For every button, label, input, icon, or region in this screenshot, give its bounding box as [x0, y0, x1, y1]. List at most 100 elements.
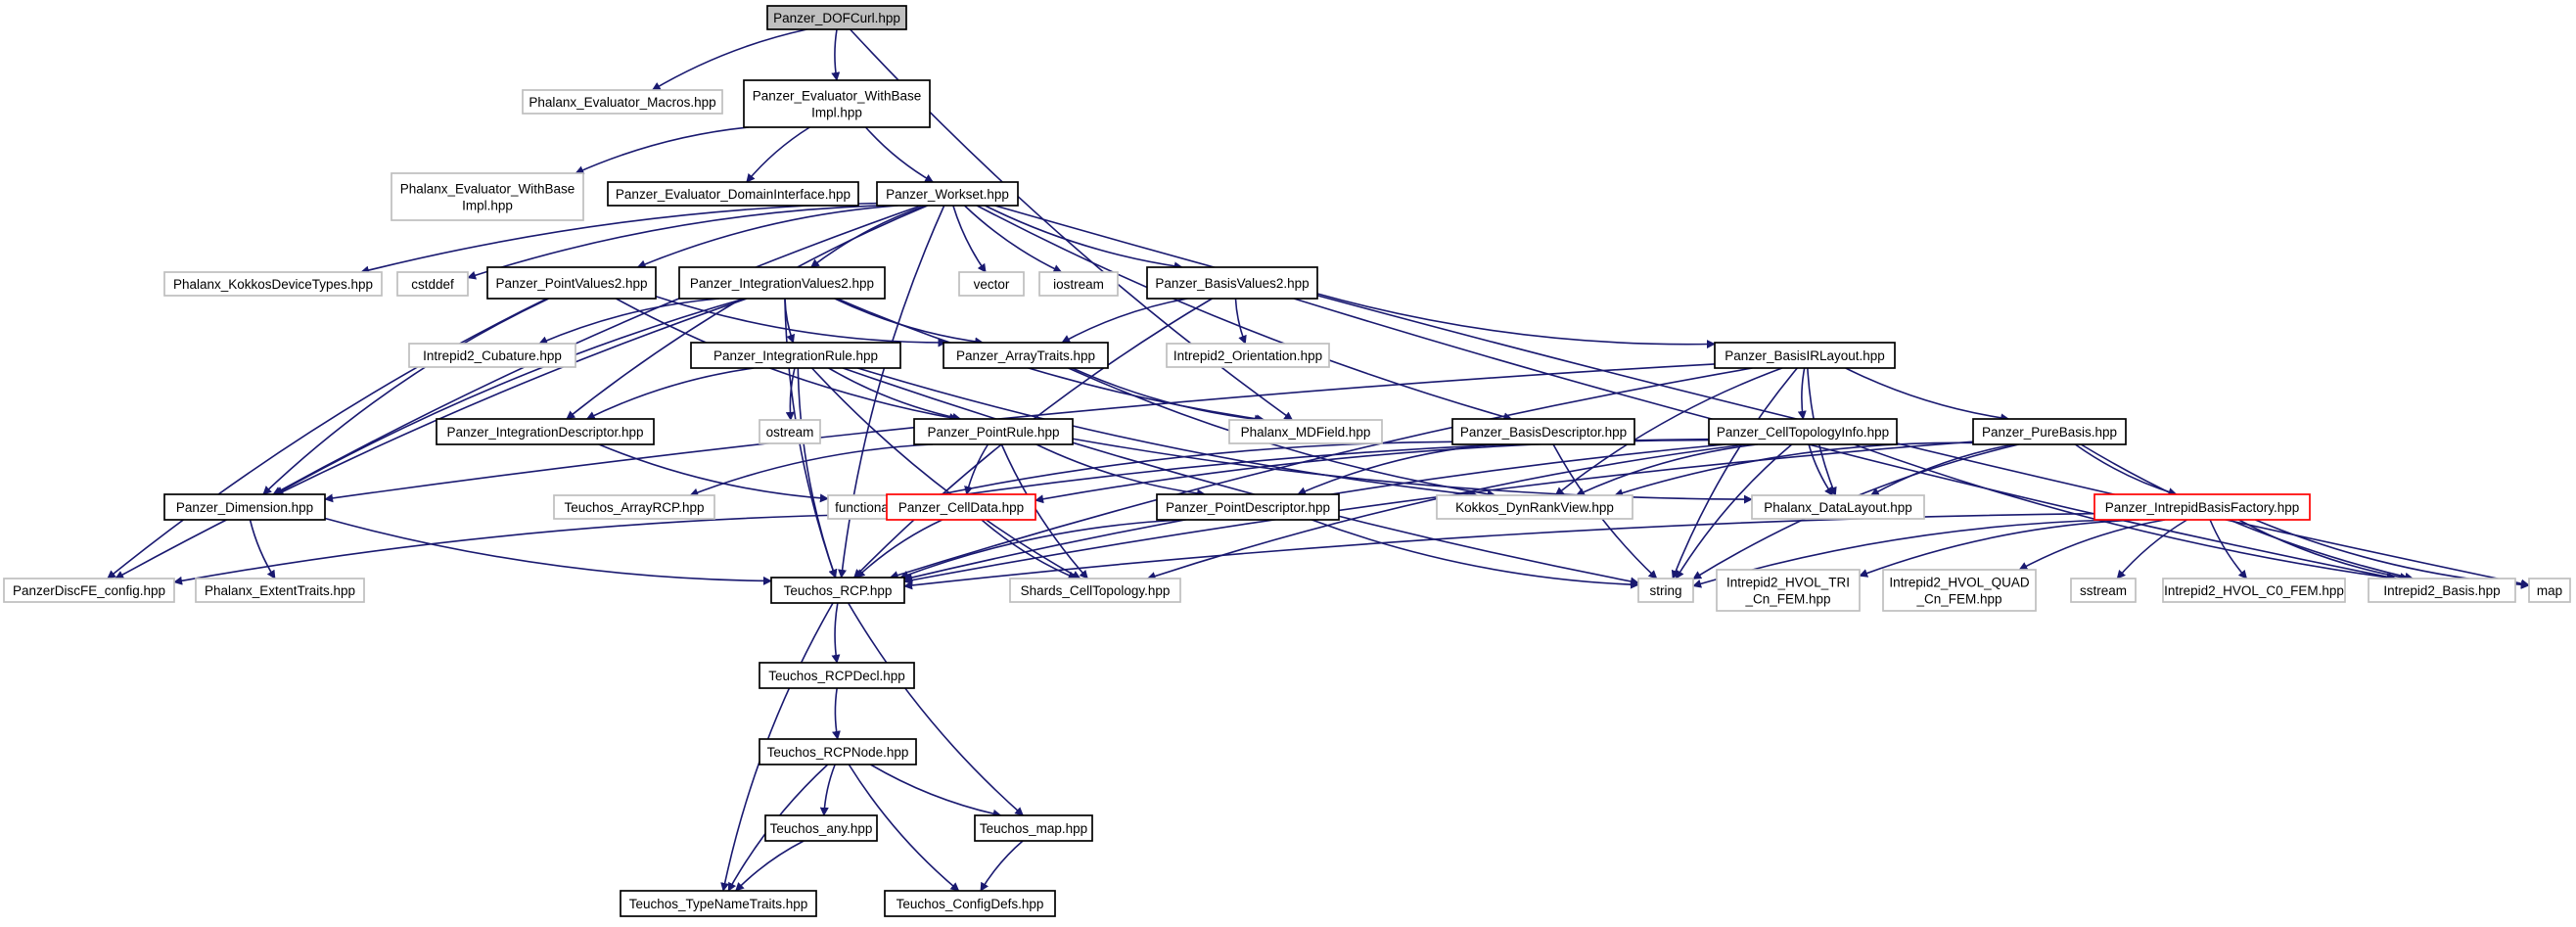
edge-basisfactory-to-hvol_c0 — [2209, 519, 2248, 579]
node-configdefs[interactable]: Teuchos_ConfigDefs.hpp — [884, 890, 1056, 917]
node-sstream: sstream — [2070, 578, 2137, 603]
edge-basisvalues2-to-arraytraits — [1061, 298, 1188, 344]
node-basisvalues2[interactable]: Panzer_BasisValues2.hpp — [1146, 266, 1318, 300]
edge-workset-to-teuchos_rcp — [838, 205, 945, 579]
node-discfe_config: PanzerDiscFE_config.hpp — [3, 578, 175, 603]
node-cubature-label-0: Intrepid2_Cubature.hpp — [423, 348, 562, 363]
edge-evb_impl-to-phx_evb_impl — [575, 126, 749, 174]
node-configdefs-label-0: Teuchos_ConfigDefs.hpp — [897, 897, 1044, 911]
edge-intvalues2-to-dimension — [274, 298, 745, 495]
node-iostream-label-0: iostream — [1053, 277, 1104, 292]
node-basisdescriptor[interactable]: Panzer_BasisDescriptor.hpp — [1451, 418, 1635, 445]
node-mdfield: Phalanx_MDField.hpp — [1228, 419, 1383, 444]
edge-celldata-to-shards_celltopo — [981, 519, 1078, 580]
edge-intdescriptor-to-functional — [598, 443, 829, 503]
node-workset[interactable]: Panzer_Workset.hpp — [876, 181, 1019, 207]
node-rcpdecl-box — [759, 662, 915, 689]
node-basisvalues2-label-0: Panzer_BasisValues2.hpp — [1155, 276, 1309, 291]
edge-intrule-to-string — [842, 367, 1639, 586]
node-teuchos_rcp[interactable]: Teuchos_RCP.hpp — [770, 577, 905, 604]
node-dimension-label-0: Panzer_Dimension.hpp — [176, 500, 313, 515]
node-teuchos_map[interactable]: Teuchos_map.hpp — [974, 814, 1093, 842]
node-ostream-label-0: ostream — [766, 425, 814, 440]
node-teuchos_any-label-0: Teuchos_any.hpp — [770, 821, 873, 836]
node-dynrankview-label-0: Kokkos_DynRankView.hpp — [1455, 500, 1614, 515]
edge-intrule-to-ostream — [785, 367, 796, 421]
node-shards_celltopo: Shards_CellTopology.hpp — [1009, 578, 1181, 603]
node-celltopoinfo[interactable]: Panzer_CellTopologyInfo.hpp — [1708, 418, 1898, 445]
edge-intrule-to-intdescriptor — [585, 367, 755, 420]
edge-purebasis-to-intrepid2_basis — [2080, 443, 2415, 581]
node-pointrule[interactable]: Panzer_PointRule.hpp — [913, 418, 1074, 445]
edge-basisfactory-to-hvol_quad — [2018, 519, 2166, 571]
node-hvol_c0: Intrepid2_HVOL_C0_FEM.hpp — [2162, 578, 2346, 603]
node-pointdescriptor[interactable]: Panzer_PointDescriptor.hpp — [1156, 493, 1340, 521]
node-string-label-0: string — [1649, 583, 1681, 598]
node-sstream-label-0: sstream — [2080, 583, 2127, 598]
edge-basisvalues2-to-orientation — [1234, 298, 1247, 345]
node-dimension[interactable]: Panzer_Dimension.hpp — [163, 493, 326, 521]
node-basisirlayout[interactable]: Panzer_BasisIRLayout.hpp — [1714, 342, 1896, 369]
node-intdescriptor[interactable]: Panzer_IntegrationDescriptor.hpp — [436, 418, 655, 445]
node-purebasis[interactable]: Panzer_PureBasis.hpp — [1972, 418, 2127, 445]
node-intvalues2[interactable]: Panzer_IntegrationValues2.hpp — [678, 266, 886, 300]
node-rcpdecl[interactable]: Teuchos_RCPDecl.hpp — [759, 662, 915, 689]
edge-pointdescriptor-to-string — [1311, 519, 1639, 589]
edge-pointvalues2-to-dimension — [262, 298, 550, 495]
edge-intrule-to-teuchos_rcp — [797, 367, 838, 579]
node-evb_impl-label-1: Impl.hpp — [811, 106, 862, 120]
node-celltopoinfo-box — [1708, 418, 1898, 445]
node-hvol_quad-label-1: _Cn_FEM.hpp — [1915, 592, 2001, 607]
node-intvalues2-label-0: Panzer_IntegrationValues2.hpp — [690, 276, 874, 291]
edge-teuchos_rcp-to-teuchos_map — [848, 602, 1024, 816]
node-configdefs-box — [884, 890, 1056, 917]
node-domain_iface[interactable]: Panzer_Evaluator_DomainInterface.hpp — [607, 181, 859, 207]
edges-layer — [107, 28, 2530, 892]
node-teuchos_any[interactable]: Teuchos_any.hpp — [764, 814, 878, 842]
node-pointvalues2[interactable]: Panzer_PointValues2.hpp — [486, 266, 657, 300]
edge-dofcurl-to-phx_macros — [651, 28, 807, 91]
node-mdfield-box — [1228, 419, 1383, 444]
node-pointrule-box — [913, 418, 1074, 445]
node-shards_celltopo-label-0: Shards_CellTopology.hpp — [1021, 583, 1171, 598]
edge-workset-to-basisvalues2 — [985, 205, 1183, 271]
node-basisdescriptor-box — [1451, 418, 1635, 445]
edge-intvalues2-to-mdfield — [836, 298, 1265, 424]
node-phx_evb_impl-box — [391, 172, 584, 221]
node-basisvalues2-box — [1146, 266, 1318, 300]
node-intvalues2-box — [678, 266, 886, 300]
edge-pointvalues2-to-pointrule — [615, 298, 959, 422]
node-vector: vector — [958, 271, 1025, 297]
node-rcpnode[interactable]: Teuchos_RCPNode.hpp — [759, 738, 917, 765]
node-hvol_c0-box — [2162, 578, 2346, 603]
edge-pointrule-to-celldata — [964, 443, 989, 495]
node-orientation-box — [1166, 343, 1330, 368]
node-hvol_quad: Intrepid2_HVOL_QUAD_Cn_FEM.hpp — [1882, 569, 2037, 612]
node-intrepid2_basis-label-0: Intrepid2_Basis.hpp — [2383, 583, 2500, 598]
edge-dimension-to-extenttraits — [249, 519, 276, 579]
node-celldata[interactable]: Panzer_CellData.hpp — [886, 493, 1036, 521]
node-arraytraits[interactable]: Panzer_ArrayTraits.hpp — [943, 342, 1109, 369]
edge-intvalues2-to-cubature — [538, 298, 720, 345]
node-hvol_tri-box — [1716, 569, 1861, 612]
node-teuchos_map-box — [974, 814, 1093, 842]
edge-workset-to-cstddef — [467, 205, 881, 280]
node-basisfactory-label-0: Panzer_IntrepidBasisFactory.hpp — [2105, 500, 2300, 515]
node-typenametraits[interactable]: Teuchos_TypeNameTraits.hpp — [620, 890, 817, 917]
node-basisfactory[interactable]: Panzer_IntrepidBasisFactory.hpp — [2093, 493, 2311, 521]
node-kokkos_dev-box — [163, 271, 383, 297]
edge-intrule-to-shards_celltopo — [810, 367, 1081, 579]
node-vector-box — [958, 271, 1025, 297]
node-basisirlayout-box — [1714, 342, 1896, 369]
node-rcpnode-label-0: Teuchos_RCPNode.hpp — [767, 745, 909, 760]
edge-pointrule-to-datalayout — [1072, 438, 1753, 504]
edge-purebasis-to-dynrankview — [1614, 441, 1974, 497]
edge-pointrule-to-pointdescriptor — [1035, 443, 1206, 498]
edge-rcpnode-to-teuchos_any — [819, 764, 836, 816]
node-pointvalues2-box — [486, 266, 657, 300]
edge-basisirlayout-to-teuchos_rcp — [889, 367, 1753, 579]
edge-dofcurl-to-evb_impl — [831, 28, 841, 81]
node-intrule[interactable]: Panzer_IntegrationRule.hpp — [690, 342, 901, 369]
